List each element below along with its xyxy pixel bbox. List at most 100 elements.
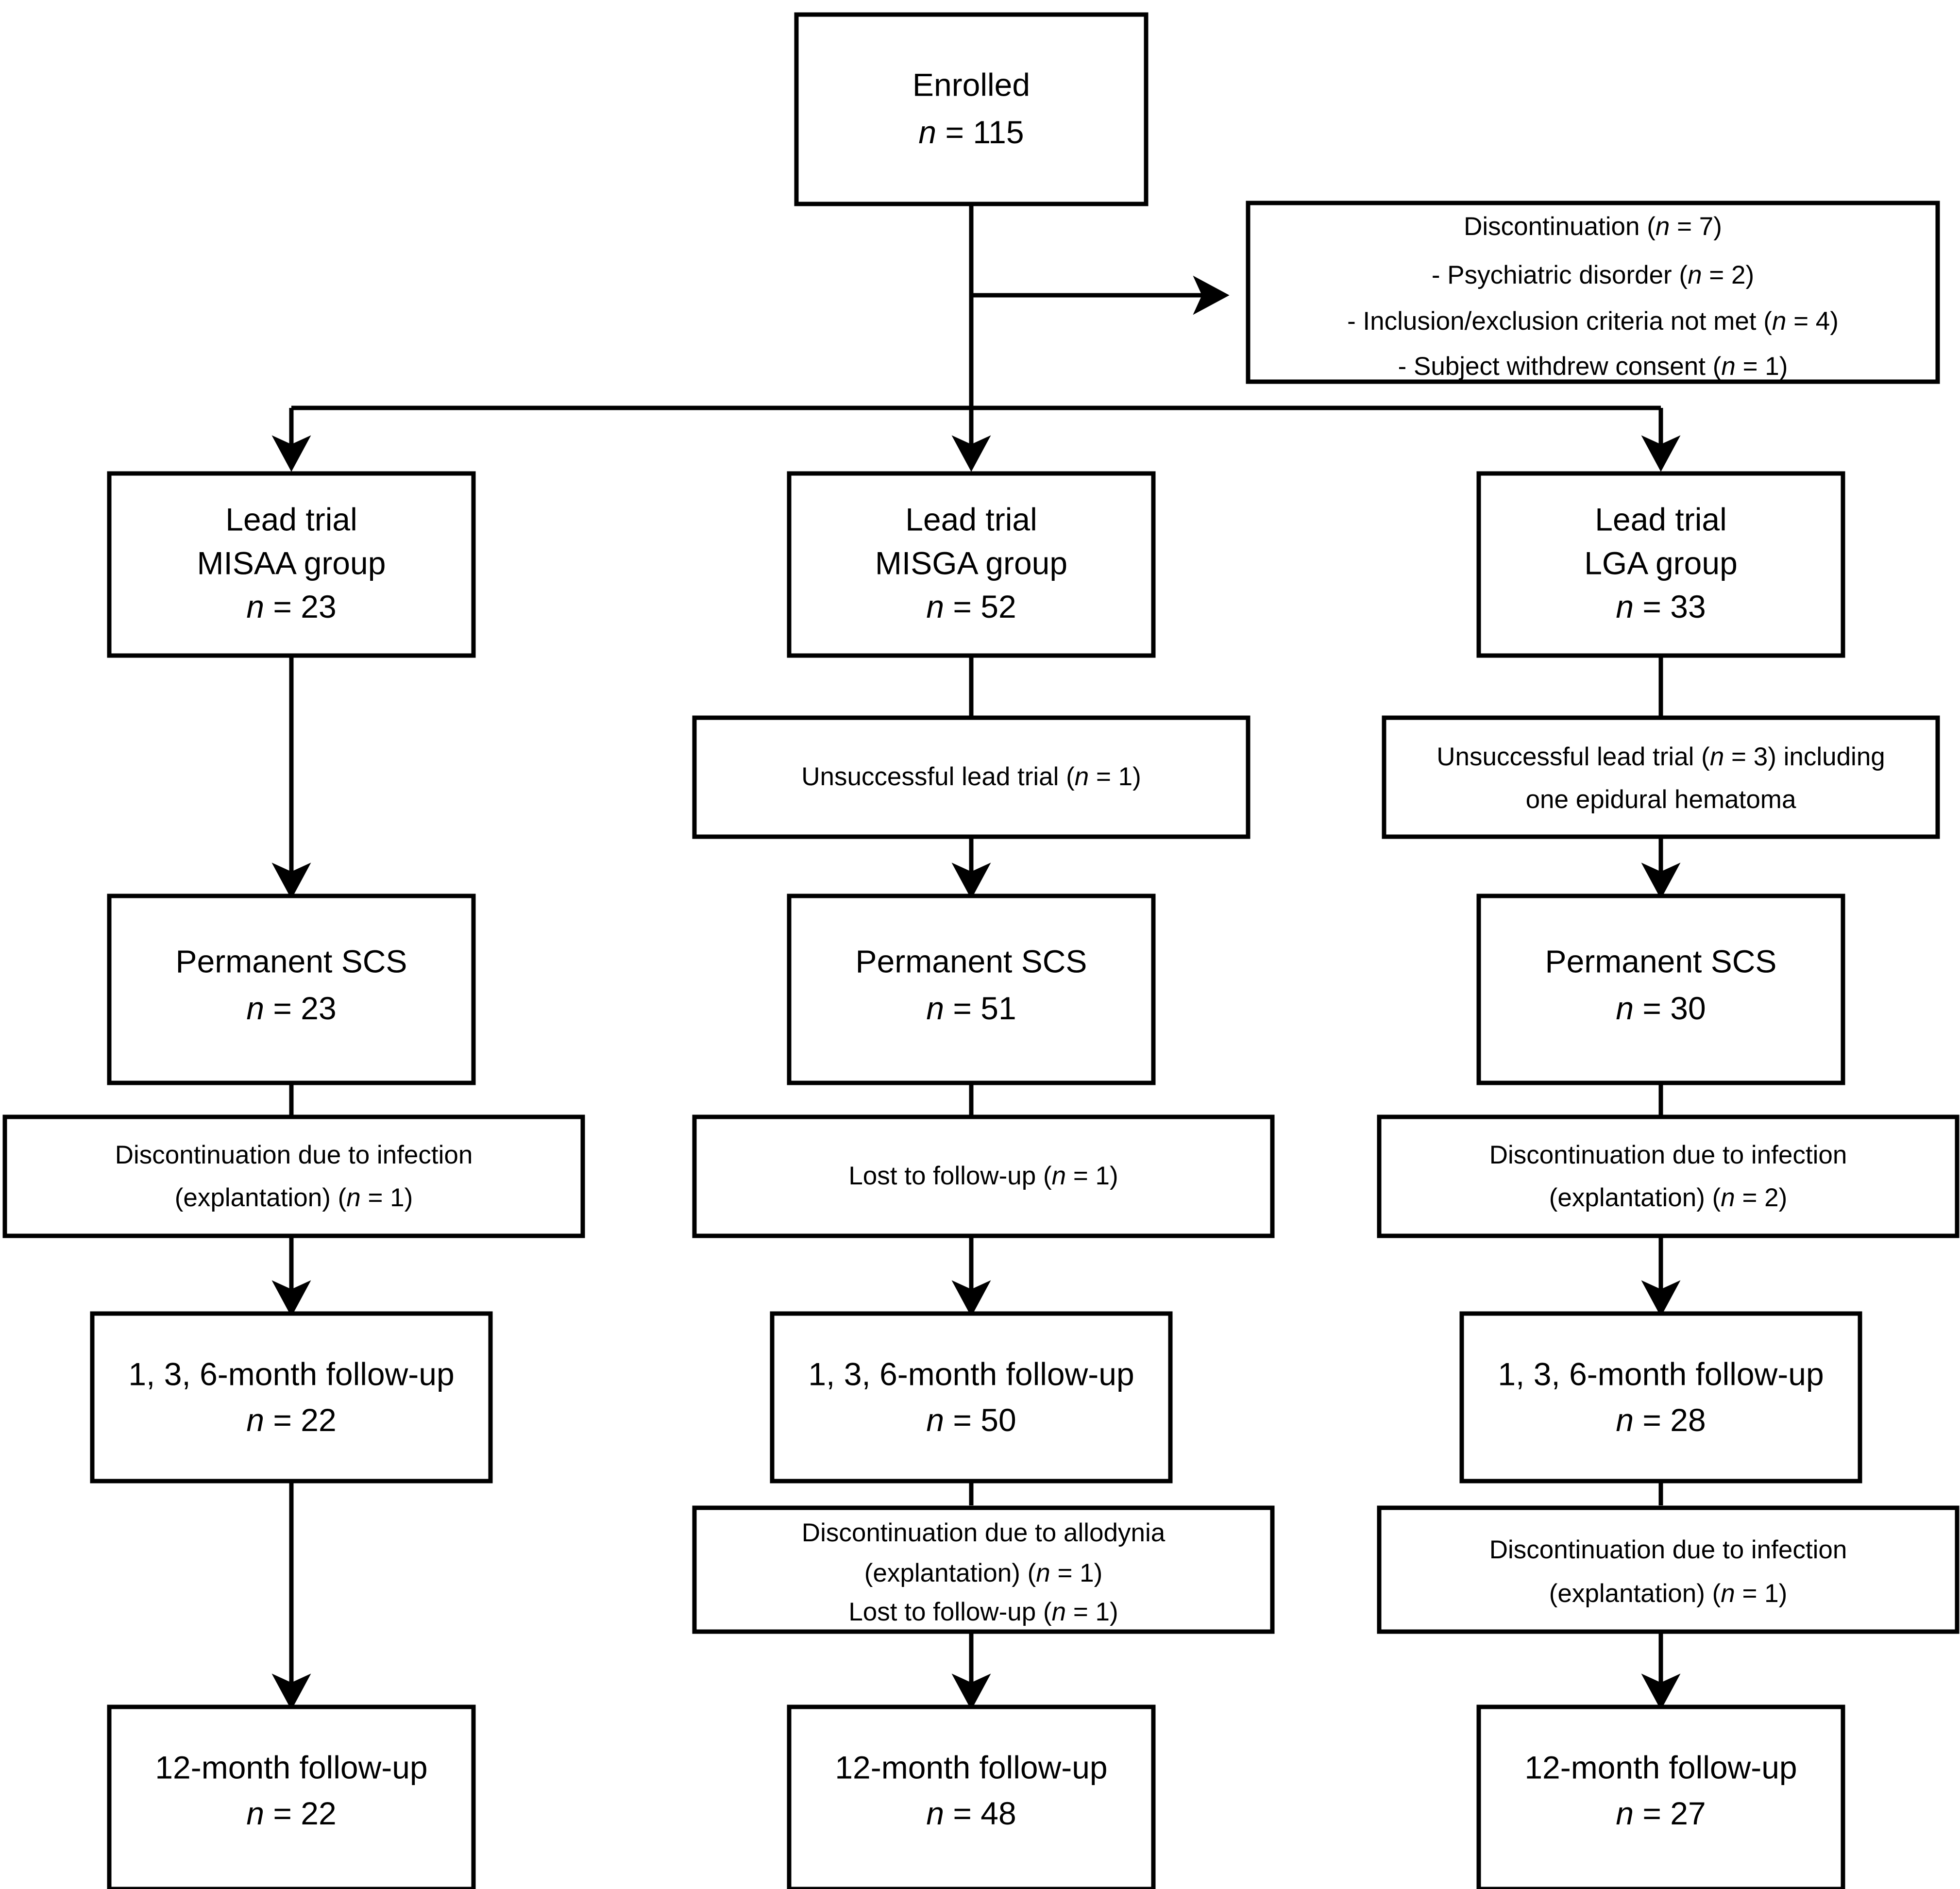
enrolled-count-value: = 115 xyxy=(936,114,1024,150)
disc-infection-misaa-a: (explantation) ( xyxy=(175,1183,347,1212)
disc-infection-lga-b: = 2) xyxy=(1735,1183,1788,1212)
fu12-misga-label: 12-month follow-up xyxy=(835,1749,1107,1785)
reason-psychiatric-n: n xyxy=(1688,261,1702,289)
scs-misga-label: Permanent SCS xyxy=(856,943,1087,979)
lead-lga-count-value: = 33 xyxy=(1634,589,1706,624)
lost-misga-n: n xyxy=(1052,1162,1066,1190)
node-discontinuation-infection-lga[interactable]: Discontinuation due to infection (explan… xyxy=(1377,1114,1960,1238)
lead-lga-count: n = 33 xyxy=(1616,589,1706,624)
fu12-misaa-count: n = 22 xyxy=(246,1795,336,1831)
enrolled-count-n: n xyxy=(918,114,936,150)
reason-criteria-a: - Inclusion/exclusion criteria not met ( xyxy=(1347,307,1772,336)
node-discontinuation-infection-lga-2[interactable]: Discontinuation due to infection (explan… xyxy=(1377,1505,1960,1634)
enrolled-count: n = 115 xyxy=(918,114,1024,150)
node-lead-trial-lga[interactable]: Lead trial LGA group n = 33 xyxy=(1476,471,1845,658)
lead-misga-count-n: n xyxy=(926,589,944,624)
reason-psychiatric-a: - Psychiatric disorder ( xyxy=(1432,261,1688,289)
disc-allodynia-lost-a: Lost to follow-up ( xyxy=(848,1598,1052,1626)
disc-infection-lga2-a: (explantation) ( xyxy=(1549,1579,1721,1608)
lead-misaa-line1: Lead trial xyxy=(225,501,357,537)
fu6-misaa-count-n: n xyxy=(246,1402,264,1438)
fu6-misga-count-value: = 50 xyxy=(944,1402,1016,1438)
scs-misaa-count: n = 23 xyxy=(246,990,336,1026)
node-discontinuation-top[interactable]: Discontinuation (n = 7) - Psychiatric di… xyxy=(1246,201,1940,384)
scs-lga-count-n: n xyxy=(1616,990,1634,1026)
disc-allodynia-line3: Lost to follow-up (n = 1) xyxy=(848,1598,1118,1626)
discontinuation-reason-consent: - Subject withdrew consent (n = 1) xyxy=(1398,352,1788,381)
node-lead-trial-misga[interactable]: Lead trial MISGA group n = 52 xyxy=(787,471,1156,658)
node-discontinuation-allodynia-misga[interactable]: Discontinuation due to allodynia (explan… xyxy=(692,1505,1275,1634)
unsuccessful-lga-line2: one epidural hematoma xyxy=(1526,785,1796,814)
lead-misga-count: n = 52 xyxy=(926,589,1016,624)
node-unsuccessful-lead-trial-lga[interactable]: Unsuccessful lead trial (n = 3) includin… xyxy=(1382,715,1940,839)
scs-misaa-count-n: n xyxy=(246,990,264,1026)
discontinuation-title-a: Discontinuation ( xyxy=(1464,212,1656,241)
node-follow-up-6month-misaa[interactable]: 1, 3, 6-month follow-up n = 22 xyxy=(90,1311,493,1484)
fu6-lga-count-value: = 28 xyxy=(1634,1402,1706,1438)
unsuccessful-misga-n: n xyxy=(1075,762,1089,791)
fu12-misaa-label: 12-month follow-up xyxy=(155,1749,427,1785)
unsuccessful-lga-line1: Unsuccessful lead trial (n = 3) includin… xyxy=(1436,742,1885,771)
disc-allodynia-line1: Discontinuation due to allodynia xyxy=(802,1518,1166,1547)
disc-allodynia-lost-n: n xyxy=(1052,1598,1066,1626)
node-lead-trial-misaa[interactable]: Lead trial MISAA group n = 23 xyxy=(107,471,476,658)
node-follow-up-12month-misaa[interactable]: 12-month follow-up n = 22 xyxy=(107,1704,476,1889)
disc-infection-lga2-line2: (explantation) (n = 1) xyxy=(1549,1579,1788,1608)
node-follow-up-12month-misga[interactable]: 12-month follow-up n = 48 xyxy=(787,1704,1156,1889)
unsuccessful-misga-text: Unsuccessful lead trial (n = 1) xyxy=(801,762,1141,791)
lost-misga-b: = 1) xyxy=(1066,1162,1118,1190)
fu6-lga-label: 1, 3, 6-month follow-up xyxy=(1498,1356,1824,1392)
node-discontinuation-infection-misaa[interactable]: Discontinuation due to infection (explan… xyxy=(2,1114,585,1238)
reason-consent-a: - Subject withdrew consent ( xyxy=(1398,352,1722,381)
node-follow-up-6month-misga[interactable]: 1, 3, 6-month follow-up n = 50 xyxy=(770,1311,1173,1484)
scs-misaa-label: Permanent SCS xyxy=(176,943,407,979)
node-unsuccessful-lead-trial-misga[interactable]: Unsuccessful lead trial (n = 1) xyxy=(692,715,1250,839)
fu6-misga-label: 1, 3, 6-month follow-up xyxy=(808,1356,1134,1392)
disc-allodynia-a: (explantation) ( xyxy=(864,1559,1036,1587)
scs-misga-count-n: n xyxy=(926,990,944,1026)
disc-infection-lga2-n: n xyxy=(1721,1579,1735,1608)
node-permanent-scs-misaa[interactable]: Permanent SCS n = 23 xyxy=(107,894,476,1085)
node-permanent-scs-lga[interactable]: Permanent SCS n = 30 xyxy=(1476,894,1845,1085)
discontinuation-reason-criteria: - Inclusion/exclusion criteria not met (… xyxy=(1347,307,1839,336)
node-follow-up-6month-lga[interactable]: 1, 3, 6-month follow-up n = 28 xyxy=(1459,1311,1862,1484)
lead-lga-count-n: n xyxy=(1616,589,1634,624)
fu6-lga-count-n: n xyxy=(1616,1402,1634,1438)
fu6-lga-count: n = 28 xyxy=(1616,1402,1706,1438)
reason-consent-b: = 1) xyxy=(1736,352,1788,381)
fu12-lga-count-value: = 27 xyxy=(1634,1795,1706,1831)
lead-misaa-count-n: n xyxy=(246,589,264,624)
scs-lga-label: Permanent SCS xyxy=(1545,943,1777,979)
discontinuation-title-n: n xyxy=(1656,212,1670,241)
fu12-lga-count-n: n xyxy=(1616,1795,1634,1831)
disc-infection-lga-line2: (explantation) (n = 2) xyxy=(1549,1183,1788,1212)
fu6-misga-count: n = 50 xyxy=(926,1402,1016,1438)
disc-infection-misaa-line1: Discontinuation due to infection xyxy=(115,1141,473,1169)
scs-lga-count-value: = 30 xyxy=(1634,990,1706,1026)
lead-misga-line1: Lead trial xyxy=(905,501,1037,537)
discontinuation-reason-psychiatric: - Psychiatric disorder (n = 2) xyxy=(1432,261,1754,289)
fu6-misga-count-n: n xyxy=(926,1402,944,1438)
lead-misga-count-value: = 52 xyxy=(944,589,1016,624)
node-permanent-scs-misga[interactable]: Permanent SCS n = 51 xyxy=(787,894,1156,1085)
node-lost-to-follow-up-misga[interactable]: Lost to follow-up (n = 1) xyxy=(692,1114,1275,1238)
discontinuation-title: Discontinuation (n = 7) xyxy=(1464,212,1722,241)
lost-misga-text: Lost to follow-up (n = 1) xyxy=(848,1162,1118,1190)
lead-misaa-line2: MISAA group xyxy=(197,545,386,581)
reason-psychiatric-b: = 2) xyxy=(1702,261,1755,289)
node-follow-up-12month-lga[interactable]: 12-month follow-up n = 27 xyxy=(1476,1704,1845,1889)
lead-misaa-count-value: = 23 xyxy=(264,589,337,624)
lead-lga-line2: LGA group xyxy=(1584,545,1738,581)
scs-misga-count: n = 51 xyxy=(926,990,1016,1026)
disc-allodynia-b: = 1) xyxy=(1050,1559,1103,1587)
node-enrolled[interactable]: Enrolled n = 115 xyxy=(794,12,1149,206)
disc-infection-misaa-line2: (explantation) (n = 1) xyxy=(175,1183,413,1212)
unsuccessful-misga-a: Unsuccessful lead trial ( xyxy=(801,762,1075,791)
unsuccessful-lga-n: n xyxy=(1710,742,1724,771)
unsuccessful-lga-a: Unsuccessful lead trial ( xyxy=(1436,742,1710,771)
disc-infection-misaa-n: n xyxy=(346,1183,360,1212)
fu6-misaa-count: n = 22 xyxy=(246,1402,336,1438)
lost-misga-a: Lost to follow-up ( xyxy=(848,1162,1052,1190)
fu12-misga-count-value: = 48 xyxy=(944,1795,1016,1831)
reason-consent-n: n xyxy=(1721,352,1735,381)
